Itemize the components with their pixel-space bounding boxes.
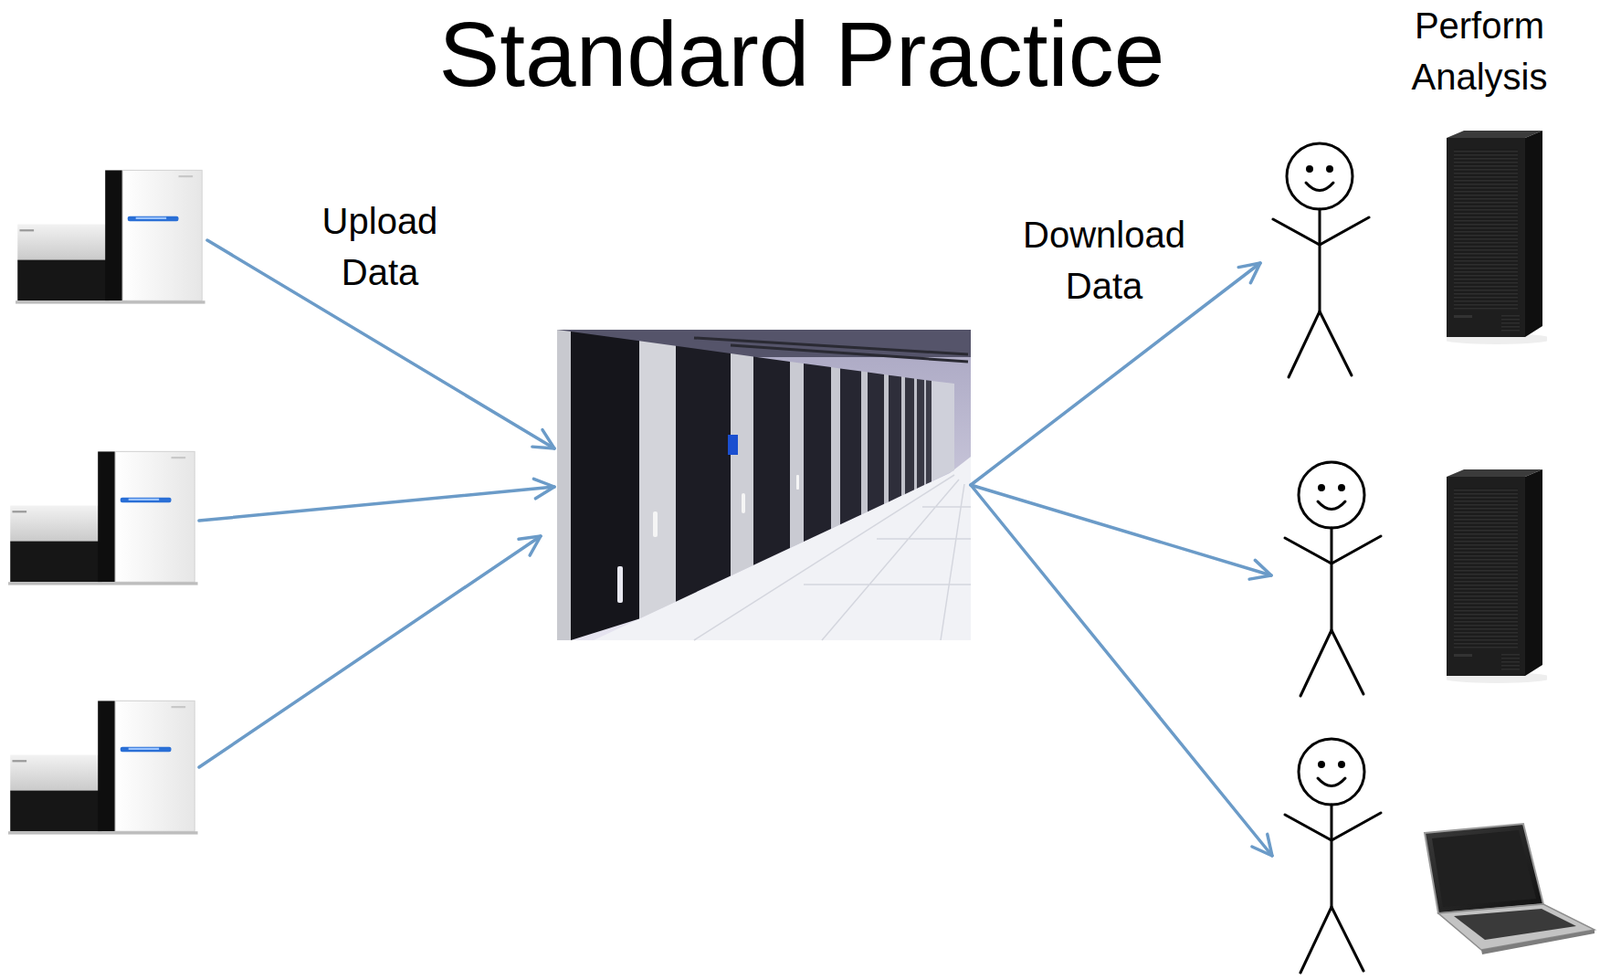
laptop-icon — [1431, 830, 1537, 907]
data-center-photo — [888, 375, 902, 503]
data-center-photo — [916, 378, 925, 489]
data-center-photo — [840, 368, 862, 526]
data-center-photo — [617, 566, 623, 603]
data-center-photo — [639, 340, 676, 619]
download-arrow — [970, 484, 1272, 576]
data-center-photo — [831, 367, 841, 529]
upload-arrow — [199, 536, 541, 768]
data-center-photo — [557, 329, 571, 641]
data-center-photo — [926, 379, 932, 485]
data-center-photo — [570, 331, 640, 641]
server-icon — [1442, 469, 1552, 684]
data-center-photo — [905, 377, 915, 495]
data-center-photo — [901, 377, 906, 496]
sequencer-icon — [8, 700, 199, 834]
data-center-photo — [867, 372, 885, 513]
data-center-photo — [652, 511, 658, 537]
person-figure — [1273, 143, 1369, 378]
download-arrow — [970, 484, 1273, 856]
data-center-photo — [931, 380, 955, 482]
laptop-icon — [1424, 823, 1544, 914]
data-center-photo — [730, 353, 754, 577]
person-figure — [1284, 462, 1381, 696]
flow-label: Download Data — [1012, 209, 1196, 312]
upload-arrow — [199, 486, 555, 521]
data-center-photo — [727, 434, 738, 455]
data-center-photo — [914, 378, 917, 491]
diagram-title: Standard Practice — [345, 1, 1259, 107]
sequencer-icon — [8, 451, 199, 585]
data-center-photo — [675, 346, 731, 602]
data-center-photo — [796, 474, 800, 490]
laptop-icon — [1453, 908, 1577, 940]
data-center-photo — [557, 329, 971, 641]
flow-arrows — [199, 240, 1273, 856]
sequencer-icon — [15, 169, 206, 304]
data-center-photo — [789, 361, 804, 548]
laptop-icon — [1481, 929, 1595, 955]
laptop-icon — [1424, 823, 1595, 955]
data-center-photo — [924, 379, 927, 485]
laptop-icon — [1438, 904, 1595, 950]
server-icon — [1442, 130, 1552, 345]
person-figure — [1284, 738, 1381, 973]
data-center-photo — [741, 493, 746, 514]
flow-label: Upload Data — [302, 195, 458, 298]
data-center-photo — [557, 329, 971, 641]
stage-label: Perform Analysis — [1392, 0, 1567, 103]
data-center-photo — [753, 357, 790, 566]
data-center-photo — [884, 374, 889, 505]
data-center-photo — [861, 371, 868, 516]
data-center-photo — [803, 363, 832, 542]
